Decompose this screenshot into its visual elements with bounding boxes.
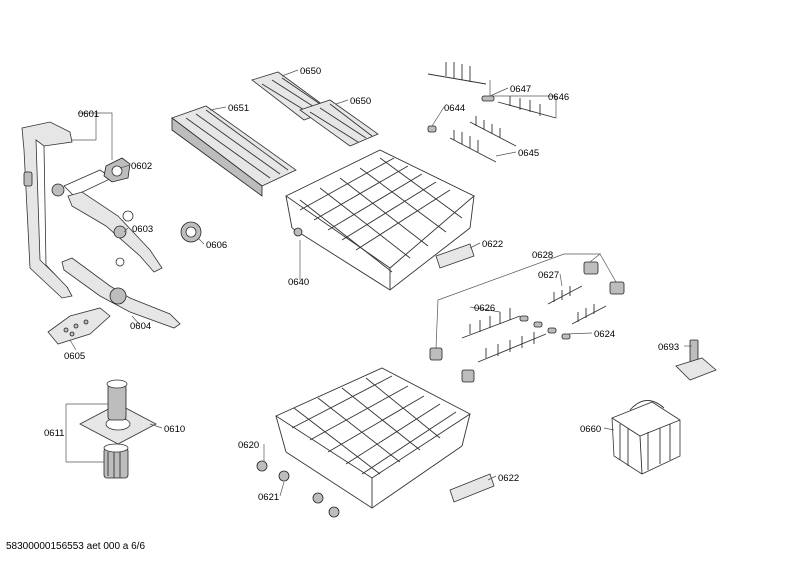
label-0644: 0644 (444, 103, 465, 114)
knife-shelf-0651 (171, 105, 297, 197)
cup-rack-0650-b (299, 99, 379, 147)
float-0606 (180, 221, 202, 243)
label-0640: 0640 (288, 277, 309, 288)
label-0603: 0603 (132, 224, 153, 235)
label-0620: 0620 (238, 440, 259, 451)
holder-0628 (429, 261, 625, 383)
label-0651: 0651 (228, 103, 249, 114)
holder-0693 (675, 339, 717, 381)
clip-0647 (481, 95, 495, 102)
label-0622-lower: 0622 (498, 473, 519, 484)
clips-0624 (519, 315, 571, 340)
label-0693: 0693 (658, 342, 679, 353)
label-0628: 0628 (532, 250, 553, 261)
label-0647: 0647 (510, 84, 531, 95)
label-0626: 0626 (474, 303, 495, 314)
label-0602: 0602 (131, 161, 152, 172)
part-labels: 0601 0602 0603 0604 0605 0606 0610 0611 … (44, 66, 679, 503)
handle-0622-upper (435, 243, 475, 269)
spray-arm-cover-0605 (47, 307, 111, 345)
filter-assembly (79, 379, 157, 479)
leader-lines (65, 69, 692, 497)
handle-0622-lower (449, 473, 495, 503)
upper-spray-arm-0603 (67, 191, 163, 273)
label-0605: 0605 (64, 351, 85, 362)
clip-0644 (427, 125, 437, 133)
label-0650-b: 0650 (350, 96, 371, 107)
label-0604: 0604 (130, 321, 151, 332)
wheels-0620-0621 (256, 460, 340, 518)
tine-rack-0627 (547, 285, 607, 325)
label-0645: 0645 (518, 148, 539, 159)
label-0650-a: 0650 (300, 66, 321, 77)
label-0622-upper: 0622 (482, 239, 503, 250)
label-0627: 0627 (538, 270, 559, 281)
label-0601: 0601 (78, 109, 99, 120)
label-0624: 0624 (594, 329, 615, 340)
lower-spray-arm-0604 (61, 257, 181, 329)
label-0610: 0610 (164, 424, 185, 435)
tine-rack-0646 (427, 62, 557, 119)
document-id: 58300000156553 aet 000 a 6/6 (6, 541, 146, 552)
upper-basket-0640 (285, 149, 475, 291)
label-0660: 0660 (580, 424, 601, 435)
tine-rack-0626 (461, 308, 547, 363)
label-0606: 0606 (206, 240, 227, 251)
label-0621: 0621 (258, 492, 279, 503)
spray-tube-assembly (21, 121, 113, 299)
nozzle-0602 (103, 157, 131, 183)
cutlery-basket-0660 (611, 400, 681, 475)
tine-rack-0645 (449, 116, 517, 163)
label-0611: 0611 (44, 428, 64, 439)
label-0646: 0646 (548, 92, 569, 103)
lower-basket (275, 367, 471, 509)
